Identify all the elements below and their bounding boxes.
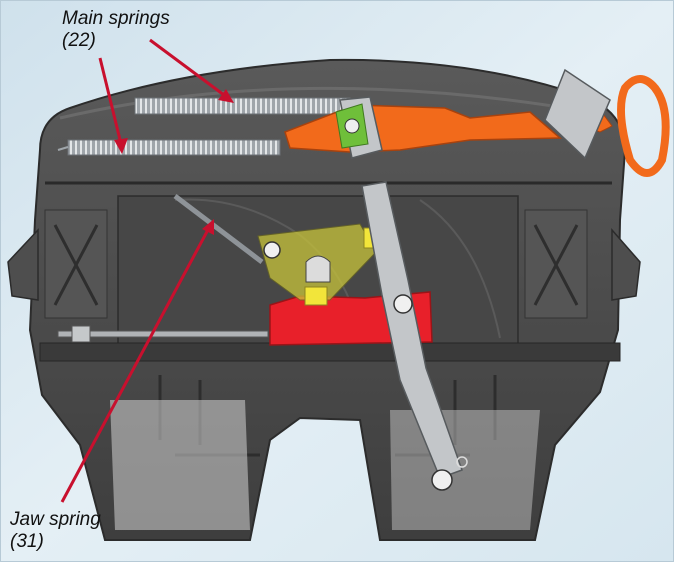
spring-icon (134, 97, 351, 115)
jaw-spring (173, 194, 264, 264)
jaw-spring-ref: (31) (10, 531, 44, 552)
pull-handle-icon (617, 75, 670, 177)
lock-lever (263, 181, 468, 491)
main-springs-label: Main springs (62, 8, 170, 29)
main-springs-ref: (22) (62, 30, 96, 51)
callout-arrows (60, 38, 234, 503)
jaw-spring-label: Jaw spring (10, 509, 101, 530)
